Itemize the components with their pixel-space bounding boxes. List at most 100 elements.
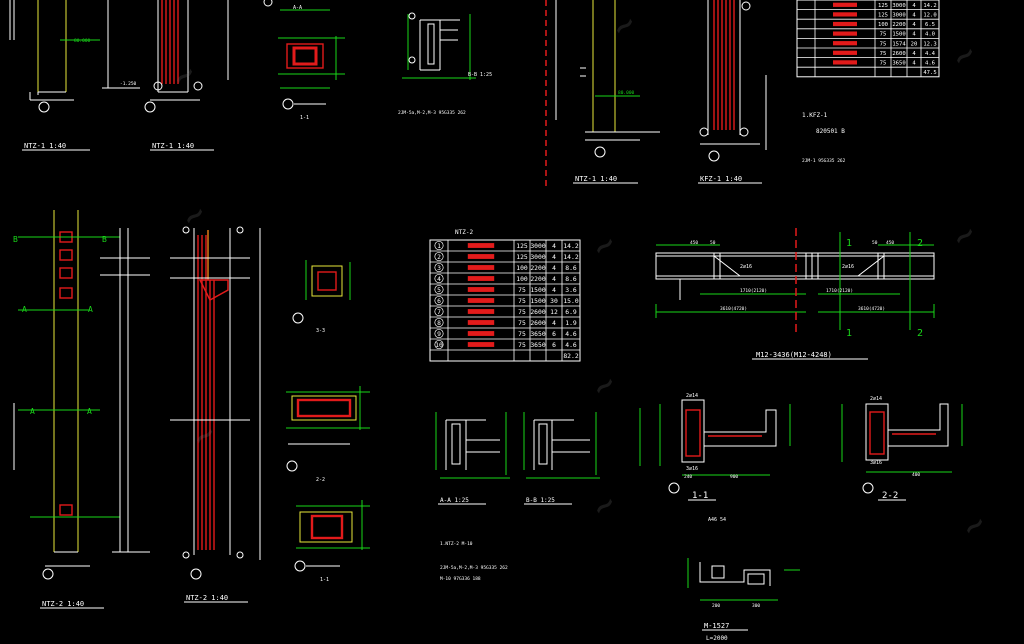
rebar-label: 3⌀16 bbox=[870, 460, 882, 466]
elev-label: -1.250 bbox=[120, 81, 137, 87]
table-cell: 4 bbox=[912, 32, 916, 38]
section-label-aa: A-A bbox=[293, 5, 302, 11]
rebar-label: 3⌀16 bbox=[686, 466, 698, 472]
lower-note-1: 1.NTZ-2 M-10 bbox=[440, 541, 473, 547]
table-cell: 75 bbox=[518, 297, 526, 305]
svg-text:~: ~ bbox=[175, 195, 213, 235]
table-cell: 6.9 bbox=[565, 308, 577, 316]
table-cell: 5 bbox=[437, 286, 441, 294]
section-aa-top bbox=[263, 0, 345, 110]
table-cell: 3000 bbox=[892, 3, 905, 9]
table-cell: 2600 bbox=[530, 319, 546, 327]
table-cell: 75 bbox=[880, 32, 887, 38]
beam-dim: 1710(2120) bbox=[826, 288, 853, 294]
table-cell: 2600 bbox=[892, 51, 905, 57]
table-cell: 30 bbox=[550, 297, 558, 305]
section-label-11: 1-1 bbox=[320, 577, 329, 583]
table-cell: 14.2 bbox=[923, 3, 936, 9]
table-cell: 75 bbox=[518, 330, 526, 338]
section-22-big bbox=[841, 403, 963, 494]
note-a46: A46 54 bbox=[708, 517, 726, 523]
table-cell: 2200 bbox=[530, 275, 546, 283]
table-cell: 12.3 bbox=[923, 41, 936, 47]
beam-elevation bbox=[655, 228, 935, 335]
table-cell: 6 bbox=[552, 330, 556, 338]
svg-text:~: ~ bbox=[955, 505, 993, 545]
table-cell: 12.0 bbox=[923, 13, 936, 19]
beam-dim: 3610(4720) bbox=[858, 306, 885, 312]
section-label-33: 3-3 bbox=[316, 328, 325, 334]
section-marker-b: B bbox=[13, 235, 18, 244]
svg-text:~: ~ bbox=[185, 415, 223, 455]
table-cell: 1500 bbox=[530, 297, 546, 305]
svg-text:~: ~ bbox=[585, 225, 623, 265]
section-marker-a: A bbox=[22, 305, 27, 314]
section-marker-a: A bbox=[87, 407, 92, 416]
beam-dim: 1710(2120) bbox=[740, 288, 767, 294]
beam-dim-50: 50 bbox=[872, 240, 878, 246]
table-cell: 7 bbox=[437, 308, 441, 316]
table-cell: 100 bbox=[516, 275, 528, 283]
rebar-shape bbox=[467, 287, 495, 292]
table-cell: 125 bbox=[878, 3, 888, 9]
rebar-shape bbox=[833, 12, 857, 17]
table-cell: 1574 bbox=[892, 41, 906, 47]
section-label-11-big: 1-1 bbox=[692, 491, 708, 501]
table-cell: 4.4 bbox=[925, 51, 936, 57]
table-cell: 4 bbox=[912, 51, 916, 57]
table-cell: 8 bbox=[437, 319, 441, 327]
table-cell: 3650 bbox=[530, 341, 546, 349]
table-cell: 4 bbox=[912, 13, 916, 19]
rebar-shape bbox=[467, 320, 495, 325]
table-cell: 4 bbox=[912, 22, 916, 28]
beam-rebar-left: 2⌀16 bbox=[740, 264, 752, 270]
table-cell: 6 bbox=[552, 341, 556, 349]
kfz-note: 1.KFZ-1 bbox=[802, 112, 828, 119]
elev-label: 80.000 bbox=[74, 38, 91, 44]
table-cell: 4 bbox=[552, 242, 556, 250]
table-cell: 6 bbox=[437, 297, 441, 305]
table-cell: 4 bbox=[552, 286, 556, 294]
rebar-shape bbox=[833, 31, 857, 36]
rebar-shape bbox=[467, 298, 495, 303]
ntz2-column-a bbox=[13, 210, 150, 580]
table-cell: 100 bbox=[516, 264, 528, 272]
rebar-shape bbox=[833, 2, 857, 7]
ntz2-column-b bbox=[170, 226, 261, 580]
cut-marker-1: 1 bbox=[846, 328, 852, 339]
table-cell: 4 bbox=[552, 253, 556, 261]
reference-820501: 820501 B bbox=[816, 128, 845, 135]
table-cell: 4 bbox=[552, 264, 556, 272]
beam-rebar-right: 2⌀16 bbox=[842, 264, 854, 270]
table-cell: 4.6 bbox=[565, 330, 577, 338]
section-marker-b: B bbox=[102, 235, 107, 244]
table-cell: 82.2 bbox=[563, 352, 579, 360]
rebar-shape bbox=[833, 41, 857, 46]
rebar-shape bbox=[467, 243, 495, 248]
table-cell: 125 bbox=[516, 253, 528, 261]
table-cell: 75 bbox=[518, 286, 526, 294]
section-bb-top bbox=[402, 12, 476, 80]
dim-label: 400 bbox=[912, 472, 920, 478]
rebar-shape bbox=[467, 331, 495, 336]
section-m1527 bbox=[687, 558, 800, 601]
ntz1-column-c bbox=[580, 0, 660, 158]
table-cell: 75 bbox=[880, 61, 887, 67]
drawing-title-ntz1-a: NTZ-1 1:40 bbox=[24, 142, 66, 150]
table-cell: 4 bbox=[912, 61, 916, 67]
table-cell: 3000 bbox=[530, 253, 546, 261]
lower-note-2: 2JM-5a,M-2,M-3 95G335 262 bbox=[440, 565, 508, 571]
section-11-big bbox=[639, 399, 791, 494]
svg-text:~: ~ bbox=[605, 5, 643, 45]
table-cell: 47.5 bbox=[923, 70, 936, 76]
drawing-title-ntz1-c: NTZ-1 1:40 bbox=[575, 175, 617, 183]
section-bb-mid bbox=[523, 412, 600, 479]
table-cell: 3650 bbox=[530, 330, 546, 338]
section-11-mid bbox=[294, 500, 370, 572]
table-cell: 9 bbox=[437, 330, 441, 338]
dim-label: 300 bbox=[752, 603, 760, 609]
drawing-title-m12: M12-3436(M12-4248) bbox=[756, 351, 832, 359]
table-cell: 125 bbox=[516, 242, 528, 250]
